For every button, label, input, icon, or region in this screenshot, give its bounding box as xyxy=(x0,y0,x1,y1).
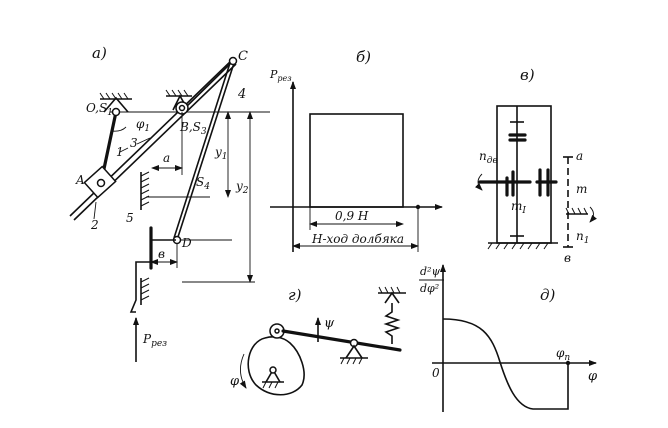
dim-h-label: H-ход долбяка xyxy=(311,232,404,246)
dim-09h-label: 0,9 H xyxy=(335,209,369,223)
panel-a-mechanism: а) xyxy=(69,44,270,362)
panel-a-label: а) xyxy=(92,44,107,62)
force-graph-ylabel: Pрез xyxy=(269,68,292,83)
panel-b-label: б) xyxy=(356,48,371,66)
label-dim-a: a xyxy=(163,151,170,165)
label-point-a: A xyxy=(75,173,85,187)
cam-rotation-arrow xyxy=(239,353,247,389)
ground-support-o xyxy=(99,92,132,113)
force-graph-step xyxy=(309,113,404,208)
accel-ylabel-den: dφ² xyxy=(420,282,439,295)
label-gear-m: m xyxy=(576,182,587,196)
label-gear-a: a xyxy=(576,149,583,163)
label-link-2: 2 xyxy=(90,218,99,232)
label-n1: n1 xyxy=(576,229,589,246)
label-m1: mI xyxy=(511,199,526,216)
label-gear-v: в xyxy=(564,251,571,265)
label-phi: φ xyxy=(230,374,240,389)
label-y1: y1 xyxy=(214,145,228,162)
label-o-s1: O,S1 xyxy=(86,101,113,118)
label-n-dv: nдв xyxy=(479,149,498,166)
label-force-p: Pрез xyxy=(142,332,167,349)
label-phi1: φ1 xyxy=(136,117,150,134)
panel-d-accel-graph: д) d²ψ dφ² 0 φп φ xyxy=(419,264,598,412)
input-rotation-arrow xyxy=(474,173,483,191)
label-dim-b: в xyxy=(158,247,165,261)
panel-g-cam: г) ψ φ xyxy=(230,286,406,396)
label-y2: y2 xyxy=(235,179,249,196)
joint-a xyxy=(96,178,106,188)
cutting-tool xyxy=(129,261,151,313)
gearbox-housing xyxy=(496,105,552,244)
joint-c xyxy=(228,56,238,66)
panel-v-label: в) xyxy=(520,66,535,84)
label-s4: S4 xyxy=(196,175,210,192)
panel-b-force-graph: б) Pрез 0,9 H H-ход долбяка xyxy=(269,48,443,252)
phi-p-dot xyxy=(565,360,571,366)
cam-profile xyxy=(247,336,305,396)
follower-arm xyxy=(281,329,402,352)
label-point-d: D xyxy=(181,236,192,250)
accel-xlabel: φ xyxy=(588,369,598,384)
accel-origin-label: 0 xyxy=(432,366,440,380)
follower-spring xyxy=(383,303,401,344)
label-link-4: 4 xyxy=(237,87,246,102)
accel-curve xyxy=(442,318,569,410)
accel-phi-p-label: φп xyxy=(556,346,570,363)
panel-d-label: д) xyxy=(540,286,556,304)
joint-o xyxy=(111,107,121,117)
label-link-1: 1 xyxy=(116,145,124,159)
accel-ylabel-num: d²ψ xyxy=(420,265,440,278)
label-b-s3: B,S3 xyxy=(179,120,207,137)
panel-g-label: г) xyxy=(288,286,302,304)
link-4-connecting-rod xyxy=(176,59,236,241)
label-link-5: 5 xyxy=(126,211,134,225)
label-point-c: C xyxy=(238,49,248,64)
label-link-3: 3 xyxy=(130,136,138,150)
label-psi: ψ xyxy=(324,316,335,331)
panel-v-gearbox: в) nдв a m xyxy=(474,66,597,265)
